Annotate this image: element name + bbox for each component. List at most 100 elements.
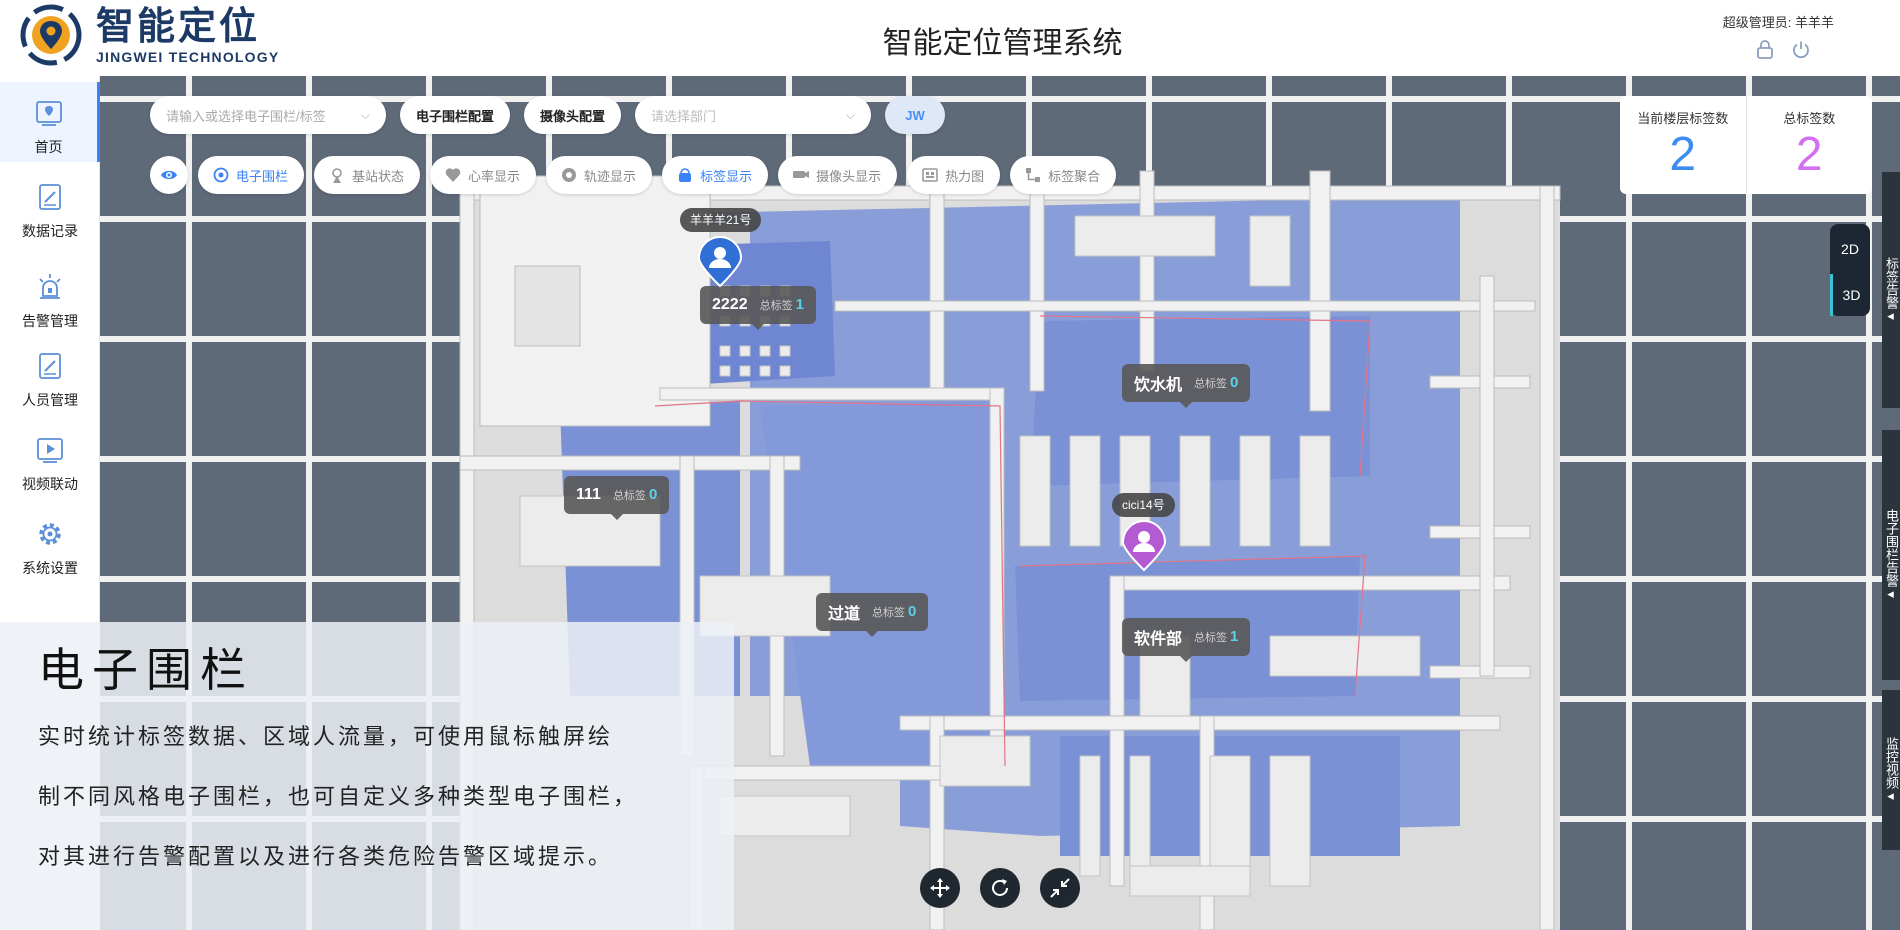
layer-heart-rate-toggle[interactable]: 心率显示 — [430, 156, 537, 194]
floor-tag-count-value: 2 — [1669, 128, 1697, 181]
zone-count: 0 — [648, 486, 658, 503]
layer-label: 轨迹显示 — [584, 168, 637, 184]
layer-base-station-toggle[interactable]: 基站状态 — [314, 156, 421, 194]
tag-name-label: cici14号 — [1112, 493, 1175, 517]
view-2d-button[interactable]: 2D — [1841, 241, 1859, 257]
department-select[interactable]: 请选择部门 ⌵ — [635, 96, 872, 134]
fence-icon — [213, 167, 229, 183]
monitor-video-tab[interactable]: 监控视频 ◂ — [1882, 690, 1900, 850]
layer-tag-toggle[interactable]: 标签显示 — [662, 156, 769, 194]
zone-name: 软件部 — [1134, 631, 1183, 648]
collapse-view-button[interactable] — [1040, 868, 1080, 908]
zone-count: 0 — [1230, 374, 1239, 391]
fence-alarm-tab[interactable]: 电子围栏告警 ◂ — [1882, 430, 1900, 680]
zone-count: 1 — [795, 296, 804, 313]
zone-total-label: 总标签 — [1194, 632, 1228, 644]
layer-toggles: 电子围栏 基站状态 心率显示 轨迹显示 标签显示 摄像头显示 热力图 标签聚合 — [150, 156, 1117, 194]
rotate-view-button[interactable] — [980, 868, 1020, 908]
base-station-icon — [332, 168, 342, 183]
camera-icon — [793, 171, 810, 178]
track-icon — [562, 168, 577, 182]
layer-label: 心率显示 — [468, 168, 521, 184]
visibility-toggle[interactable] — [150, 156, 188, 194]
toolbar-main: 请输入或选择电子围栏/标签 ⌵ 电子围栏配置 摄像头配置 请选择部门 ⌵ JW — [150, 96, 946, 134]
feature-description-line: 对其进行告警配置以及进行各类危险告警区域提示。 — [38, 845, 614, 870]
zone-name: 2222 — [712, 296, 748, 313]
user-name: 超级管理员: 羊羊羊 — [1722, 15, 1834, 30]
layer-label: 标签聚合 — [1048, 168, 1101, 184]
cluster-icon — [1026, 168, 1041, 182]
zone-name: 饮水机 — [1134, 377, 1183, 394]
edit-document-icon — [39, 353, 61, 379]
layer-camera-toggle[interactable]: 摄像头显示 — [778, 156, 898, 194]
user-area: 超级管理员: 羊羊羊 — [1723, 12, 1834, 61]
zone-total-label: 总标签 — [612, 490, 646, 502]
feature-description-line: 制不同风格电子围栏，也可自定义多种类型电子围栏， — [38, 785, 639, 810]
monitor-video-tab-label: 监控视频 — [1884, 736, 1899, 789]
move-view-button[interactable] — [920, 868, 960, 908]
layer-heatmap-toggle[interactable]: 热力图 — [907, 156, 1001, 194]
sidebar-item-label: 告警管理 — [22, 313, 78, 329]
zone-total-label: 总标签 — [872, 607, 906, 619]
view-3d-button[interactable]: 3D — [1830, 274, 1870, 316]
zone-total-label: 总标签 — [759, 300, 793, 312]
layer-label: 电子围栏 — [236, 168, 289, 184]
sidebar-item-system-settings[interactable]: 系统设置 — [0, 503, 100, 583]
sidebar-item-video-linkage[interactable]: 视频联动 — [0, 419, 100, 499]
feature-description-line: 实时统计标签数据、区域人流量，可使用鼠标触屏绘 — [38, 725, 614, 750]
app-header: 智能定位 JINGWEI TECHNOLOGY 智能定位管理系统 超级管理员: … — [0, 0, 1900, 76]
fence-config-button[interactable]: 电子围栏配置 — [400, 96, 511, 134]
camera-config-button[interactable]: 摄像头配置 — [524, 96, 622, 134]
floor-tag-count-label: 当前楼层标签数 — [1637, 111, 1729, 126]
jw-button[interactable]: JW — [885, 96, 946, 134]
fence-alarm-tab-label: 电子围栏告警 — [1884, 508, 1899, 587]
layer-cluster-toggle[interactable]: 标签聚合 — [1010, 156, 1117, 194]
chevron-down-icon: ⌵ — [360, 107, 370, 122]
person-tag-pin-icon[interactable] — [1120, 520, 1168, 572]
sidebar-item-alarm-management[interactable]: 告警管理 — [0, 256, 100, 336]
logo-cn-text: 智能定位 — [96, 4, 261, 48]
zone-total-label: 总标签 — [1194, 378, 1228, 390]
feature-description-panel: 电子围栏 实时统计标签数据、区域人流量，可使用鼠标触屏绘 制不同风格电子围栏，也… — [0, 622, 734, 930]
sidebar-item-label: 数据记录 — [22, 223, 78, 239]
move-icon — [930, 878, 950, 898]
edit-document-icon — [39, 184, 61, 210]
map-pin-icon — [35, 101, 62, 126]
layer-fence-toggle[interactable]: 电子围栏 — [198, 156, 305, 194]
total-tag-count-value: 2 — [1795, 128, 1823, 181]
collapse-icon — [1050, 878, 1070, 898]
tag-name-label: 羊羊羊21号 — [680, 208, 762, 232]
person-tag-pin-icon[interactable] — [696, 236, 744, 288]
tag-alarm-tab-label: 标签告警 — [1884, 256, 1899, 309]
sidebar-item-label: 首页 — [34, 139, 63, 155]
total-tag-count: 总标签数 2 — [1745, 96, 1873, 194]
chevron-down-icon: ⌵ — [845, 107, 856, 122]
app-title: 智能定位管理系统 — [882, 26, 1123, 61]
view-mode-toggle: 2D 3D — [1830, 224, 1870, 316]
gear-icon — [39, 523, 61, 545]
total-tag-count-label: 总标签数 — [1783, 111, 1836, 126]
layer-label: 热力图 — [945, 168, 985, 184]
fence-tag-search-select[interactable]: 请输入或选择电子围栏/标签 ⌵ — [150, 96, 386, 134]
logo-location-icon — [20, 4, 82, 66]
zone-name: 过道 — [828, 606, 861, 623]
rotate-icon — [992, 879, 1008, 896]
tag-alarm-tab[interactable]: 标签告警 ◂ — [1882, 172, 1900, 408]
lock-icon[interactable] — [1754, 39, 1776, 61]
sidebar-item-data-records[interactable]: 数据记录 — [0, 166, 100, 246]
sidebar-item-personnel[interactable]: 人员管理 — [0, 335, 100, 415]
power-icon[interactable] — [1790, 39, 1812, 61]
sidebar-item-home[interactable]: 首页 — [0, 82, 100, 162]
layer-track-toggle[interactable]: 轨迹显示 — [546, 156, 653, 194]
heatmap-icon — [922, 168, 938, 182]
logo: 智能定位 JINGWEI TECHNOLOGY — [20, 4, 279, 66]
heart-icon — [445, 168, 461, 182]
eye-icon — [161, 170, 177, 180]
tag-stats-card: 当前楼层标签数 2 总标签数 2 — [1620, 96, 1872, 194]
floor-tag-count: 当前楼层标签数 2 — [1620, 96, 1746, 194]
